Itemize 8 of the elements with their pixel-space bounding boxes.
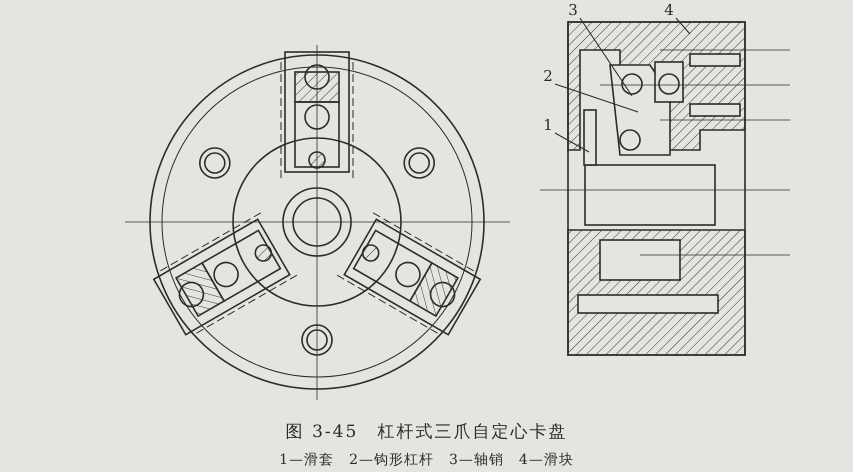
figure-title: 图 3-45 杠杆式三爪自定心卡盘 xyxy=(286,421,568,443)
leader-line xyxy=(554,132,590,152)
callout-number: 1 xyxy=(541,117,555,133)
callout-number: 3 xyxy=(566,2,580,18)
callout-number: 4 xyxy=(662,2,676,18)
callout-number: 2 xyxy=(541,68,555,84)
parts-legend-caption: 1—滑套 2—钩形杠杆 3—轴销 4—滑块 xyxy=(279,451,574,469)
leader-line xyxy=(676,18,690,34)
